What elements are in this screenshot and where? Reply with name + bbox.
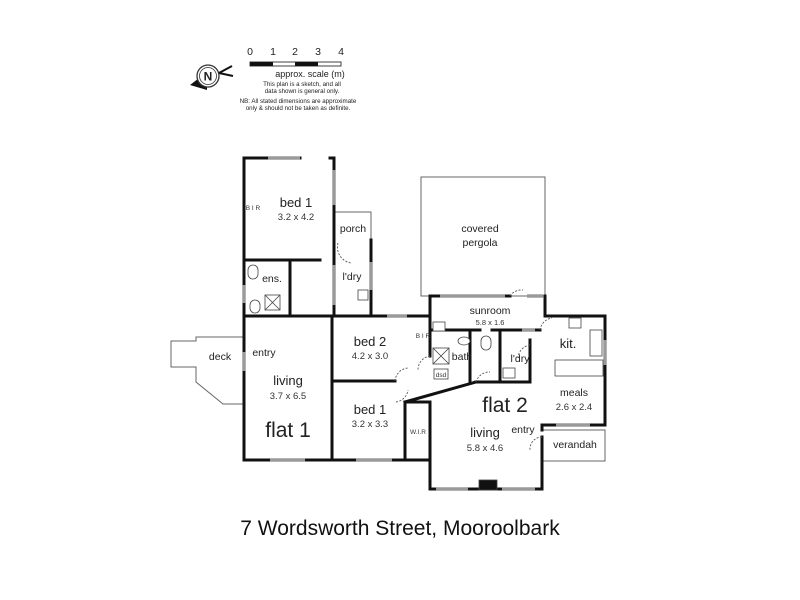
flat2-labels: covered pergola sunroom 5.8 x 1.6 bed 2 … xyxy=(352,223,597,454)
scale-tick-3: 3 xyxy=(315,46,321,58)
legend: N 0 1 2 3 4 approx. scale (m) This plan … xyxy=(190,46,357,112)
room-flat1-ldry: l'dry xyxy=(343,271,363,283)
scale-tick-4: 4 xyxy=(338,46,344,58)
room-sunroom-dims: 5.8 x 1.6 xyxy=(476,318,505,327)
room-flat1-porch: porch xyxy=(340,223,366,235)
room-flat2-ldry: l'dry xyxy=(511,353,531,365)
room-flat1-bed1-dims: 3.2 x 4.2 xyxy=(278,212,314,223)
room-bed2-dims: 4.2 x 3.0 xyxy=(352,351,388,362)
windows xyxy=(242,156,607,491)
door-ldry xyxy=(517,344,531,359)
toilet-ens xyxy=(249,299,261,314)
door-entry xyxy=(529,436,543,451)
room-flat2-bed1: bed 1 xyxy=(354,402,387,417)
doors xyxy=(337,242,553,451)
room-kitchen: kit. xyxy=(560,336,577,351)
door-bed1 xyxy=(395,389,409,403)
washer-ldry2 xyxy=(502,367,516,379)
washer-sunroom xyxy=(432,321,446,332)
sink xyxy=(589,329,603,357)
room-verandah: verandah xyxy=(553,439,597,451)
room-dishwasher-label: dsd xyxy=(436,372,447,379)
fixtures xyxy=(247,264,604,491)
address-title: 7 Wordsworth Street, Mooroolbark xyxy=(240,517,560,540)
room-flat2-living-dims: 5.8 x 4.6 xyxy=(467,443,503,454)
room-flat1-deck: deck xyxy=(209,351,232,363)
room-flat1-living-dims: 3.7 x 6.5 xyxy=(270,391,306,402)
flat1-label: flat 1 xyxy=(265,419,311,442)
door-bath xyxy=(475,371,491,383)
note-line-1: This plan is a sketch, and all xyxy=(263,81,341,88)
trough-ldry1 xyxy=(357,289,369,301)
scale-tick-0: 0 xyxy=(247,46,253,58)
fireplace xyxy=(478,479,498,491)
room-flat1-entry: entry xyxy=(252,347,276,359)
note-line-2: data shown is general only. xyxy=(265,88,340,95)
bench xyxy=(554,359,604,377)
room-flat1-ens: ens. xyxy=(262,273,282,285)
room-flat2-bed1-dims: 3.2 x 3.3 xyxy=(352,419,388,430)
deck-outline xyxy=(170,336,244,405)
flat1-labels: bed 1 3.2 x 4.2 B I R ens. porch l'dry d… xyxy=(209,195,366,442)
room-meals: meals xyxy=(560,387,588,399)
room-meals-dims: 2.6 x 2.4 xyxy=(556,402,592,413)
scale-label: approx. scale (m) xyxy=(275,69,345,79)
room-wir: W.I.R xyxy=(410,429,426,436)
basin-ens xyxy=(247,264,259,280)
room-pergola-line1: covered xyxy=(461,223,499,235)
north-arrow-icon: N xyxy=(190,64,234,90)
door-pergola xyxy=(509,289,524,297)
walls xyxy=(242,156,607,491)
note-line-4: only & should not be taken as definite. xyxy=(246,105,351,112)
north-letter: N xyxy=(204,70,213,84)
room-sunroom: sunroom xyxy=(470,305,511,317)
room-flat1-bed1: bed 1 xyxy=(280,195,313,210)
verandah-outline xyxy=(542,429,606,462)
room-pergola-line2: pergola xyxy=(462,237,497,249)
toilet-bath xyxy=(480,335,492,351)
room-bath: bath xyxy=(452,351,473,363)
scale-tick-2: 2 xyxy=(292,46,298,58)
cooktop xyxy=(568,317,582,329)
flat2-label: flat 2 xyxy=(482,394,528,417)
door-kitchen xyxy=(539,317,553,331)
room-bed2-bir: B I R xyxy=(416,333,431,340)
scale-bar: 0 1 2 3 4 approx. scale (m) xyxy=(247,46,345,79)
door-bed2 xyxy=(394,367,409,382)
door-hall xyxy=(417,355,431,371)
room-flat1-living: living xyxy=(273,373,303,388)
room-flat2-living: living xyxy=(470,425,500,440)
room-flat2-entry: entry xyxy=(511,424,535,436)
room-flat1-bir: B I R xyxy=(246,205,261,212)
door-porch xyxy=(337,242,352,264)
basin-bath xyxy=(457,336,471,346)
dishwasher xyxy=(433,368,449,380)
room-bed2: bed 2 xyxy=(354,334,387,349)
note-line-3: NB: All stated dimensions are approximat… xyxy=(240,98,357,105)
scale-tick-1: 1 xyxy=(270,46,276,58)
